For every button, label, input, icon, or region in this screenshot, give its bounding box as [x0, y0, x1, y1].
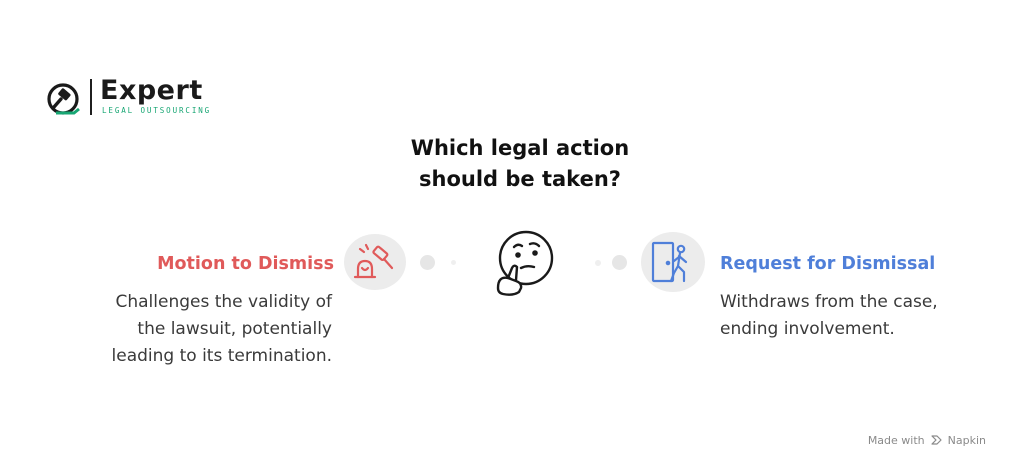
connector-dot [451, 260, 456, 265]
made-with-footer: Made with Napkin [868, 434, 986, 447]
connector-dot [595, 260, 601, 266]
logo-divider [90, 79, 92, 115]
question-line-1: Which legal action [410, 136, 630, 160]
exit-door-icon [651, 241, 688, 283]
option-description-motion-to-dismiss: Challenges the validity of the lawsuit, … [112, 289, 332, 370]
thinking-face-icon [496, 230, 554, 296]
gavel-logo-icon [47, 83, 80, 115]
left-icon-backdrop [344, 234, 406, 290]
napkin-brand-label: Napkin [947, 434, 986, 447]
gavel-icon [353, 243, 394, 279]
made-with-label: Made with [867, 434, 925, 447]
option-title-request-for-dismissal: Request for Dismissal [720, 254, 936, 274]
logo-wordmark: Expert [100, 75, 203, 106]
description-line: Withdraws from the case, [720, 292, 938, 312]
description-line: ending involvement. [720, 319, 895, 339]
description-line: the lawsuit, potentially [137, 319, 332, 339]
question-heading: Which legal action should be taken? [340, 133, 700, 195]
napkin-logo-icon [931, 435, 942, 445]
question-line-2: should be taken? [419, 167, 621, 191]
connector-dot [420, 255, 435, 270]
logo-tagline: LEGAL OUTSOURCING [102, 106, 212, 115]
description-line: Challenges the validity of [115, 292, 332, 312]
connector-dot [612, 255, 627, 270]
option-title-motion-to-dismiss: Motion to Dismiss [157, 254, 334, 274]
description-line: leading to its termination. [111, 346, 332, 366]
option-description-request-for-dismissal: Withdraws from the case, ending involvem… [720, 289, 938, 343]
